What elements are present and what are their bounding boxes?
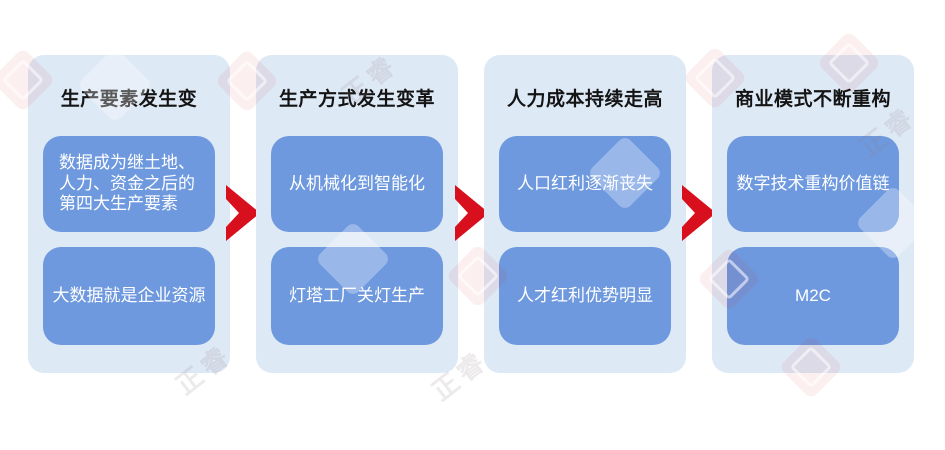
chevron-right-icon: [226, 185, 260, 241]
info-box: 数字技术重构价值链: [727, 136, 899, 232]
stage-panel-2: 生产方式发生变革 从机械化到智能化 灯塔工厂关灯生产: [256, 55, 458, 373]
info-box: 从机械化到智能化: [271, 136, 443, 232]
info-box: 灯塔工厂关灯生产: [271, 247, 443, 345]
info-box: 人才红利优势明显: [499, 247, 671, 345]
info-box: 大数据就是企业资源: [43, 247, 215, 345]
stage-title: 生产要素发生变: [60, 89, 198, 110]
info-box: 人口红利逐渐丧失: [499, 136, 671, 232]
stage-panel-4: 商业模式不断重构 数字技术重构价值链 M2C: [712, 55, 914, 373]
stage-panel-3: 人力成本持续走高 人口红利逐渐丧失 人才红利优势明显: [484, 55, 686, 373]
stage-title: 商业模式不断重构: [734, 89, 891, 110]
stage-title: 生产方式发生变革: [278, 89, 435, 110]
chevron-right-icon: [682, 185, 716, 241]
stage-title: 人力成本持续走高: [506, 89, 663, 110]
stage-panel-1: 生产要素发生变 数据成为继土地、 人力、资金之后的 第四大生产要素 大数据就是企…: [28, 55, 230, 373]
info-box: M2C: [727, 247, 899, 345]
info-box: 数据成为继土地、 人力、资金之后的 第四大生产要素: [43, 136, 215, 232]
chevron-right-icon: [455, 185, 489, 241]
